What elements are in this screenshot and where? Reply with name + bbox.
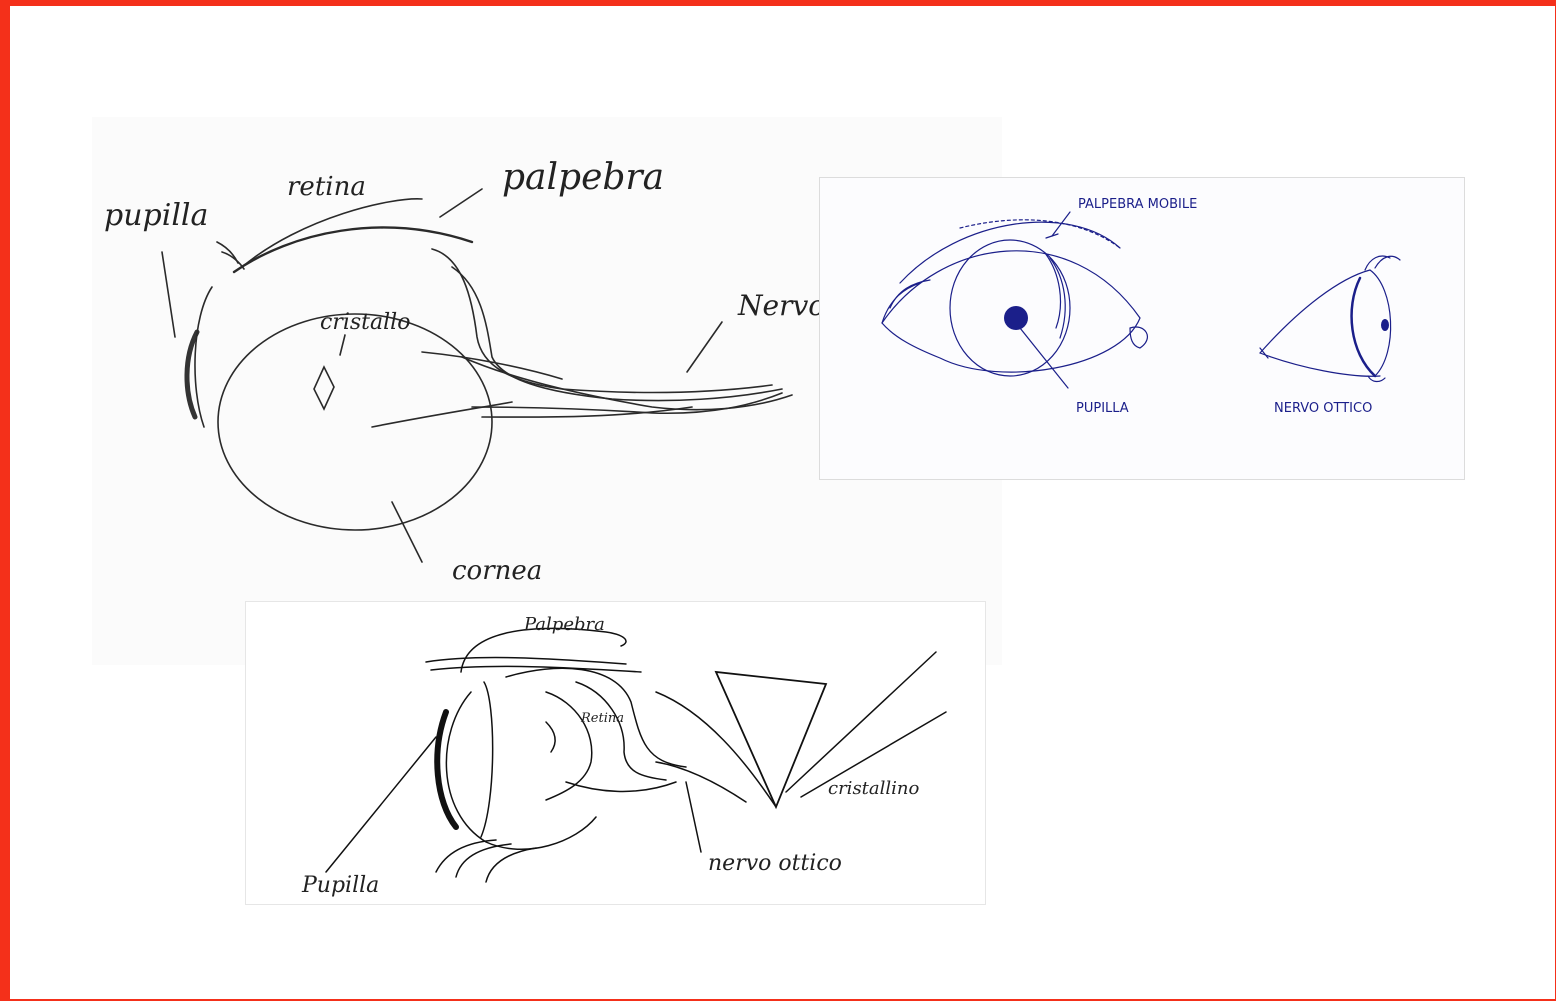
label-retina: Retina [580, 711, 624, 726]
label-pupilla: pupilla [104, 198, 208, 233]
label-cristallo: cristallo [320, 310, 410, 335]
label-palpebra: palpebra [502, 157, 664, 198]
label-cornea: cornea [452, 556, 542, 586]
label-retina: retina [287, 172, 366, 202]
label-pupilla: PUPILLA [1076, 401, 1129, 416]
label-palpebra: Palpebra [523, 614, 605, 635]
eye-sketch-blue-drawing: PALPEBRA MOBILE PUPILLA NERVO OTTICO [820, 178, 1464, 479]
label-nervo-ottico: nervo ottico [708, 851, 842, 876]
eye-sketch-blue: PALPEBRA MOBILE PUPILLA NERVO OTTICO [820, 178, 1464, 479]
pupil-dot [1004, 306, 1028, 330]
label-nervo-ottico: NERVO OTTICO [1274, 401, 1372, 416]
label-palpebra-mobile: PALPEBRA MOBILE [1078, 197, 1197, 212]
eye-sketch-ink-drawing: Palpebra Retina cristallino nervo ottico… [246, 602, 985, 904]
label-pupilla: Pupilla [301, 873, 379, 898]
label-nervo: Nervo [737, 289, 825, 322]
side-pupil-dot [1381, 319, 1389, 331]
eye-sketch-ink: Palpebra Retina cristallino nervo ottico… [246, 602, 985, 904]
label-cristallino: cristallino [828, 778, 920, 799]
